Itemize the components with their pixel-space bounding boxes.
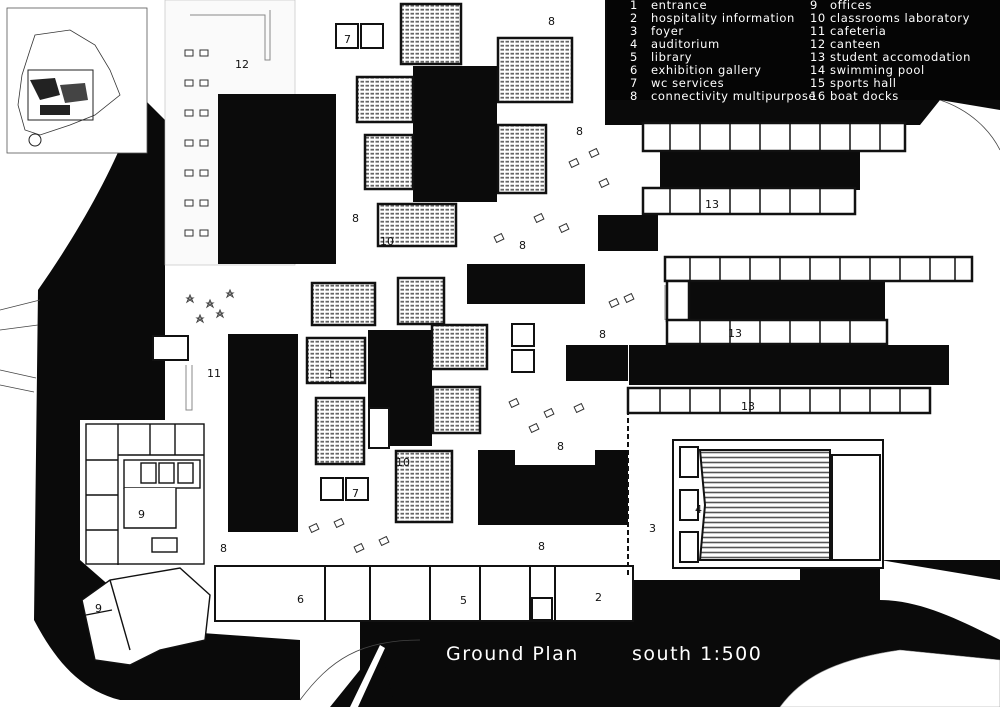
legend-number: 10 [810,11,826,25]
room-number-label: 10 [396,456,410,469]
room-number-label: 10 [380,235,394,248]
legend-number: 13 [810,50,826,64]
legend-number: 1 [630,0,638,12]
legend-label: connectivity multipurpose [651,89,816,103]
drawing-title: Ground Plan [446,643,579,665]
room-number-label: 8 [519,239,526,252]
legend-label: canteen [830,37,881,51]
legend-panel [607,0,1000,100]
legend-number: 8 [630,89,638,103]
legend-number: 3 [630,24,638,38]
furniture [184,49,635,554]
room-number-label: 13 [741,400,755,413]
room-number-label: 8 [599,328,606,341]
legend-number: 4 [630,37,638,51]
ramps [185,10,666,411]
room-number-label: 8 [352,212,359,225]
legend-label: hospitality information [651,11,795,25]
room-number-label: 9 [95,602,102,615]
legend-label: classrooms laboratory [830,11,970,25]
legend-label: foyer [651,24,684,38]
legend-number: 14 [810,63,826,77]
legend-number: 12 [810,37,826,51]
room-number-label: 1 [327,368,334,381]
room-number-label: 8 [548,15,555,28]
legend-number: 6 [630,63,638,77]
legend-number: 9 [810,0,818,12]
room-number-label: 13 [705,198,719,211]
legend-label: library [651,50,692,64]
canteen-hall-block [218,94,336,264]
legend-label: sports hall [830,76,897,90]
room-number-label: 2 [595,591,602,604]
legend-number: 7 [630,76,638,90]
room-number-label: 7 [352,487,359,500]
central-tower-block [413,66,497,202]
room-number-label: 12 [235,58,249,71]
room-number-label: 4 [695,503,702,516]
room-number-label: 8 [576,125,583,138]
contour-lines [0,99,1000,701]
room-number-label: 5 [460,594,467,607]
room-number-label: 13 [728,327,742,340]
room-number-label: 11 [207,367,221,380]
room-number-label: 8 [538,540,545,553]
key-map [6,7,148,154]
accommodation-partitions [659,123,956,413]
legend-label: wc services [651,76,724,90]
classrooms [305,2,574,524]
legend-label: exhibition gallery [651,63,762,77]
auditorium [672,439,884,569]
room-number-label: 6 [297,593,304,606]
room-number-label: 3 [649,522,656,535]
legend-number: 15 [810,76,826,90]
accommodation-wings [626,121,974,415]
star-tables [185,288,235,324]
mid-block [467,264,585,304]
legend-label: cafeteria [830,24,886,38]
legend-number: 5 [630,50,638,64]
room-number-label: 8 [220,542,227,555]
west-sports-block [228,334,298,532]
room-number-label: 7 [344,33,351,46]
south-bar [214,565,634,622]
wc-blocks [152,23,535,501]
legend-label: boat docks [830,89,899,103]
legend-label: offices [830,0,872,12]
dock-2 [566,345,628,381]
legend-number: 16 [810,89,826,103]
legend-label: swimming pool [830,63,925,77]
room-number-label: 8 [557,440,564,453]
room-number-label: 9 [138,508,145,521]
dock-1 [598,215,658,251]
legend: 1 entrance 2 hospitality information 3 foyer 4… [630,0,971,103]
legend-label: student accomodation [830,50,971,64]
legend-number: 11 [810,24,826,38]
legend-number: 2 [630,11,638,25]
drawing-scale: south 1:500 [632,643,762,665]
legend-label: auditorium [651,37,720,51]
office-wing [81,423,211,666]
south-block [478,450,628,525]
legend-label: entrance [651,0,707,12]
